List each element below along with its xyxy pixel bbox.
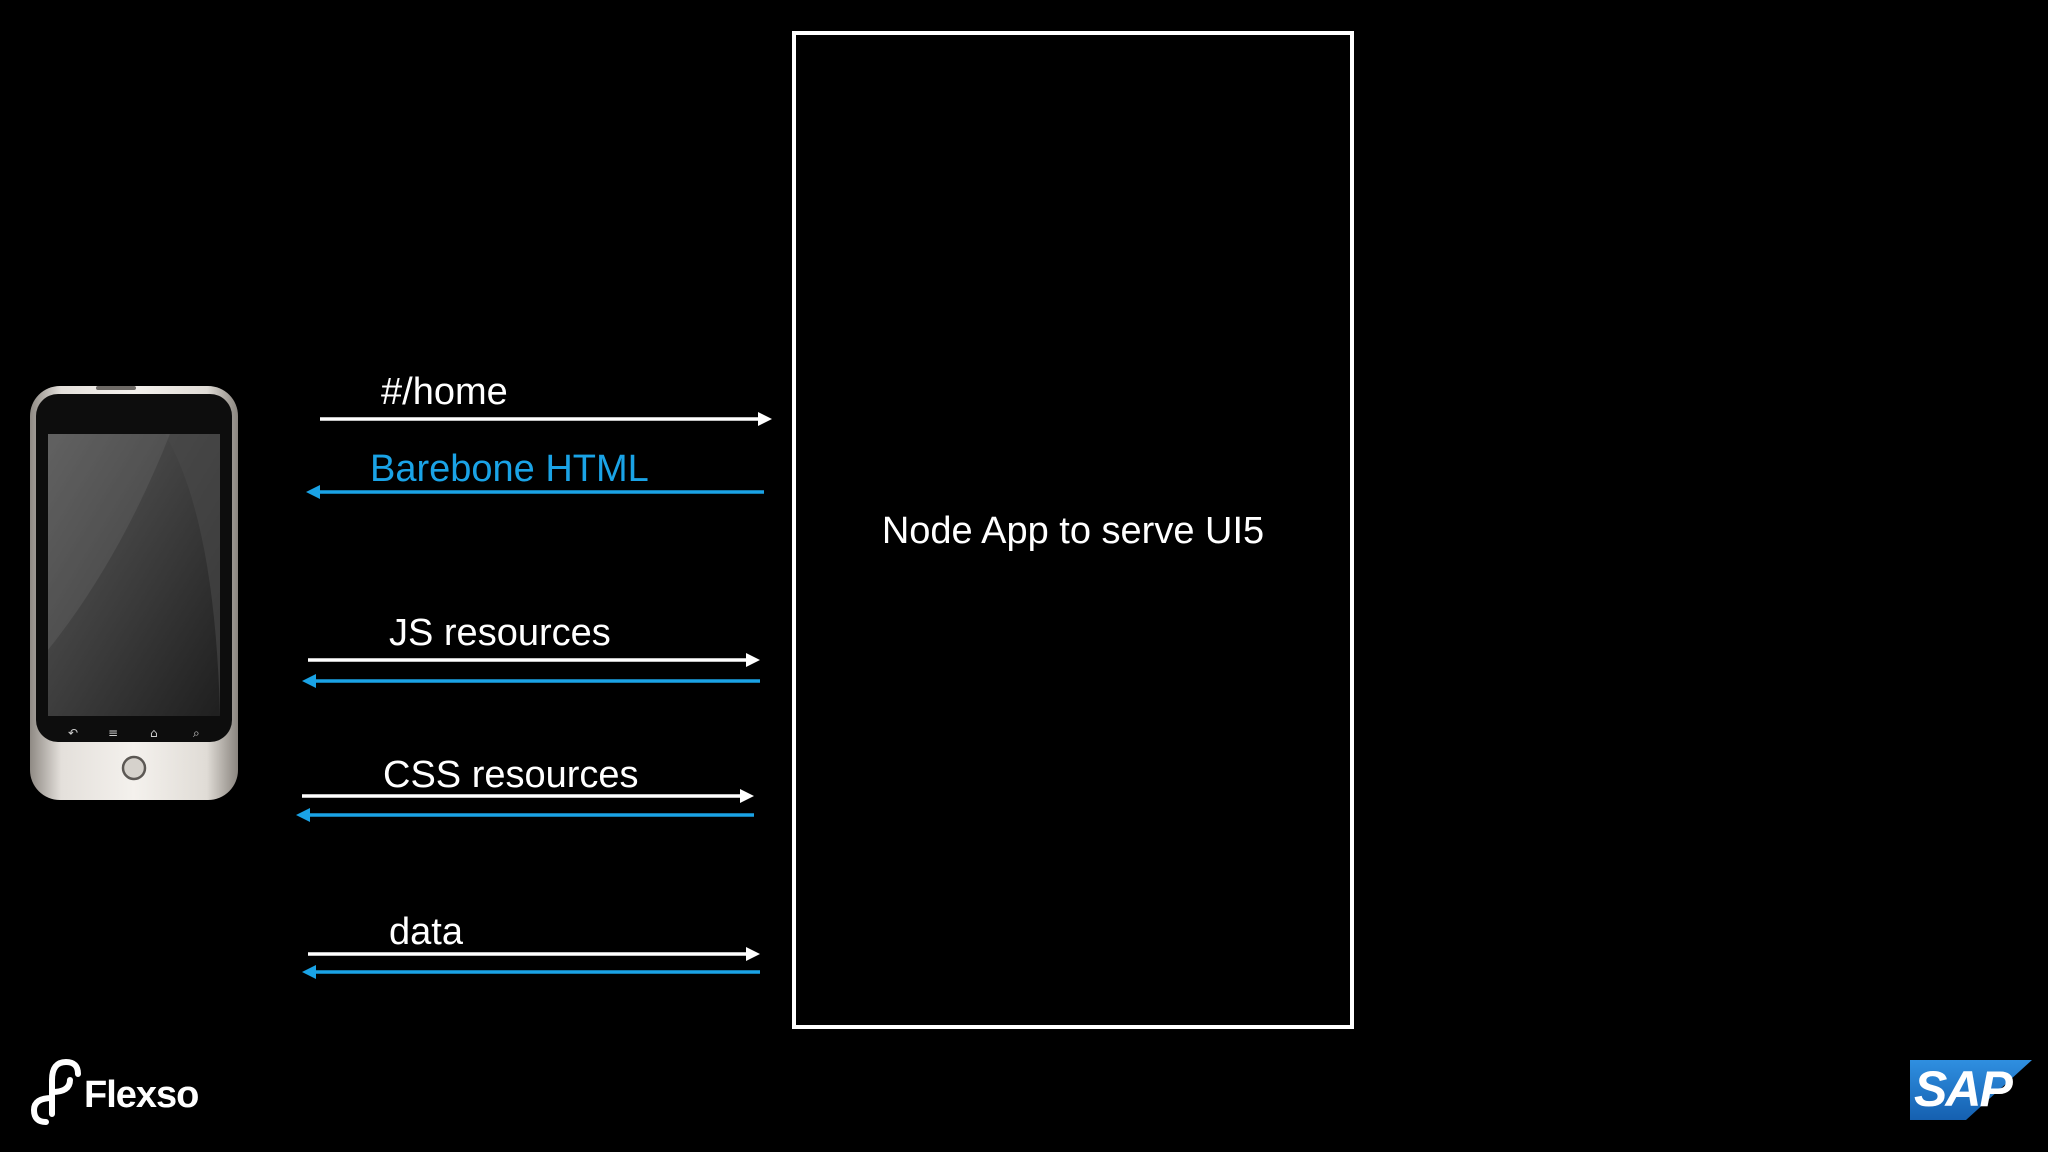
sap-logo-text: SAP: [1914, 1061, 2013, 1117]
flexso-logo-text: Flexso: [84, 1074, 199, 1116]
server-label: Node App to serve UI5: [881, 510, 1265, 552]
arrow-css-response-head: [296, 808, 310, 822]
label-home-request: #/home: [381, 371, 508, 413]
svg-text:⌕: ⌕: [193, 726, 200, 740]
label-js-resources: JS resources: [389, 612, 611, 654]
flexso-logo-icon: [30, 1058, 81, 1125]
arrow-data-request-head: [746, 947, 760, 961]
server-box: [792, 31, 1354, 1029]
label-data: data: [389, 911, 463, 953]
svg-text:↶: ↶: [68, 726, 78, 740]
svg-text:⌂: ⌂: [150, 726, 158, 740]
label-barebone-html: Barebone HTML: [370, 448, 649, 490]
arrow-data-response-head: [302, 965, 316, 979]
arrow-home-request-head: [758, 412, 772, 426]
smartphone-icon: ↶ ≡ ⌂ ⌕: [30, 386, 238, 800]
arrow-barebone-response-head: [306, 485, 320, 499]
sap-logo-icon: [1910, 1060, 2032, 1120]
arrow-css-request-head: [740, 789, 754, 803]
arrow-js-request-head: [746, 653, 760, 667]
arrow-js-response-head: [302, 674, 316, 688]
svg-text:≡: ≡: [108, 726, 118, 740]
label-css-resources: CSS resources: [383, 754, 639, 796]
